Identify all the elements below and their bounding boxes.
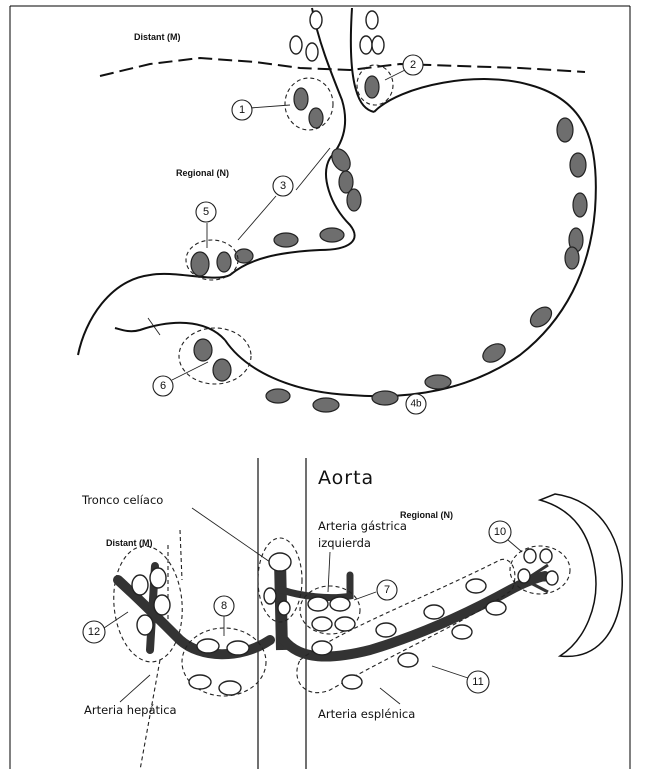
distant-divider [180,530,182,580]
lymph-node [313,398,339,412]
lymph-node [312,641,332,655]
lymph-node [570,153,586,177]
callout-line [250,105,290,108]
callout-line [508,540,522,552]
callout-line [172,362,208,380]
station-5-label: 5 [203,206,209,218]
lymph-node [290,36,302,54]
lymph-node [266,389,290,403]
stomach-diagram: Distant (M) Regional (N) 1 2 [78,8,596,414]
lymph-node [398,653,418,667]
lymph-node [347,189,361,211]
arteria-hepatica-label: Arteria hepática [84,703,177,717]
lymph-node [306,43,318,61]
lymph-node [328,146,354,175]
arteria-gastrica-label-1: Arteria gástrica [318,519,407,533]
regional-label-top: Regional (N) [176,168,229,178]
lymph-node [219,681,241,695]
station-8-label: 8 [221,600,227,612]
lymph-node [217,252,231,272]
lymph-node [213,359,231,381]
lymph-node [194,339,212,361]
lymph-node [189,675,211,689]
callout-line [296,148,330,190]
callout-line [432,666,468,678]
lymph-node [269,553,291,571]
station-1-label: 1 [239,104,245,116]
lesser-curvature [78,158,355,355]
callout-line [104,612,128,628]
lymph-node [335,617,355,631]
lymph-node [274,233,298,247]
callout-line [354,592,376,600]
lymph-node [518,569,530,583]
lymph-node [540,549,552,563]
lymph-node [360,36,372,54]
lymph-node [466,579,486,593]
distant-boundary-line [100,58,585,76]
lymph-node [565,247,579,269]
station-7-label: 7 [384,584,390,596]
lymph-node [486,601,506,615]
distant-label-bottom: Distant (M) [106,538,153,548]
lymph-node [197,639,219,653]
lymph-node [320,228,344,242]
lymph-node [452,625,472,639]
lymph-node [154,595,170,615]
lymph-node [546,571,558,585]
tronco-celiaco-label: Tronco celíaco [81,493,163,507]
lymph-node [137,615,153,635]
lymph-node [372,36,384,54]
regional-label-bottom: Regional (N) [400,510,453,520]
aorta-label: Aorta [318,467,374,489]
station-10-label: 10 [494,526,506,538]
lymph-node [310,11,322,29]
lymph-node [191,252,209,276]
station-4b-label: 4b [410,399,422,410]
callout-line [385,70,405,80]
lymph-node [264,588,276,604]
esophagus-left-wall [312,8,345,158]
lymph-node [424,605,444,619]
station-6-label: 6 [160,380,166,392]
lymph-node [366,11,378,29]
lymph-node [308,597,328,611]
lymph-node [557,118,573,142]
lymph-node [227,641,249,655]
callout-line [238,196,276,240]
lymph-node [365,76,379,98]
lymph-node [312,617,332,631]
lymph-node [376,623,396,637]
lymph-node [480,340,509,366]
esplenica-callout-line [380,688,400,704]
lymph-node [372,391,398,405]
hepatica-callout-line [120,675,150,702]
lymph-node [330,597,350,611]
arteria-esplenica-label: Arteria esplénica [318,707,415,721]
lymph-node [294,88,308,110]
arteria-gastrica-label-2: izquierda [318,536,371,550]
station-12-label: 12 [88,626,100,638]
station-3-label: 3 [280,180,286,192]
lymph-node [573,193,587,217]
celiac-diagram: Aorta Regional (N) Distant (M) Tronco ce… [81,458,622,769]
station-2-label: 2 [410,59,416,71]
station-11-label: 11 [472,676,483,688]
distant-label-top: Distant (M) [134,32,181,42]
left-gastric-artery [282,575,350,598]
lymph-node [527,303,556,331]
lymph-node [524,549,536,563]
lymph-node [150,568,166,588]
lymph-node [132,575,148,595]
lymph-node [425,375,451,389]
duodenum [115,323,225,340]
lymph-node [342,675,362,689]
lymph-node [278,601,290,615]
lymph-node [309,108,323,128]
